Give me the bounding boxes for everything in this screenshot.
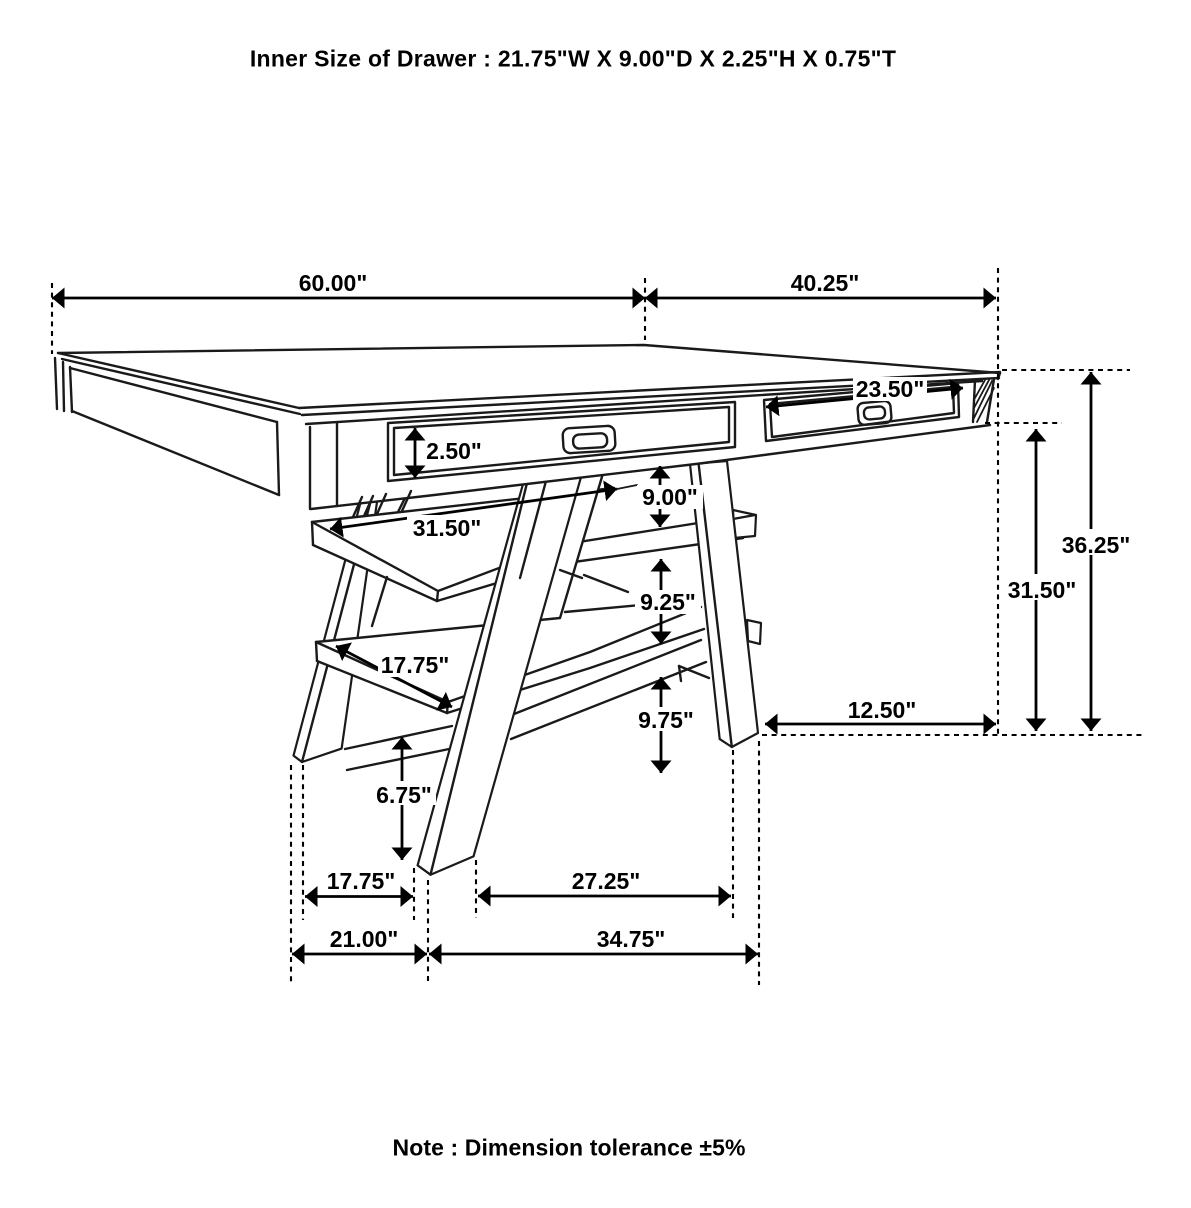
svg-text:17.75": 17.75" <box>381 652 449 678</box>
svg-text:31.50": 31.50" <box>1008 577 1076 603</box>
svg-text:6.75": 6.75" <box>376 782 432 808</box>
svg-text:12.50": 12.50" <box>848 697 916 723</box>
svg-text:31.50": 31.50" <box>413 515 481 541</box>
svg-text:21.00": 21.00" <box>330 926 398 952</box>
svg-text:9.25": 9.25" <box>640 589 696 615</box>
svg-text:23.50": 23.50" <box>856 376 924 402</box>
svg-text:27.25": 27.25" <box>572 868 640 894</box>
svg-text:Inner Size of Drawer : 21.75"W: Inner Size of Drawer : 21.75"W X 9.00"D … <box>250 46 896 72</box>
svg-text:Note : Dimension tolerance ±5%: Note : Dimension tolerance ±5% <box>392 1135 745 1161</box>
svg-text:36.25": 36.25" <box>1062 532 1130 558</box>
svg-text:9.00": 9.00" <box>642 484 698 510</box>
svg-text:2.50": 2.50" <box>426 438 482 464</box>
svg-text:17.75": 17.75" <box>327 868 395 894</box>
svg-text:60.00": 60.00" <box>299 270 367 296</box>
svg-text:34.75": 34.75" <box>597 926 665 952</box>
svg-text:9.75": 9.75" <box>638 707 694 733</box>
svg-text:40.25": 40.25" <box>791 270 859 296</box>
